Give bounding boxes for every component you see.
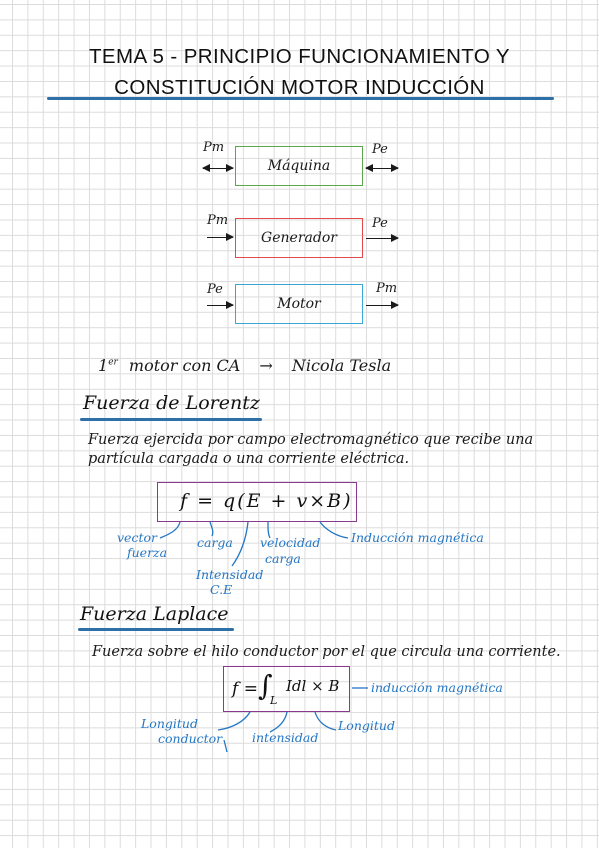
diagram-motor-right-arrow (366, 299, 399, 311)
first-motor-line: 1er motor con CA → Nicola Tesla (98, 356, 391, 375)
laplace-heading-underline (78, 628, 234, 631)
page-title-line-2: CONSTITUCIÓN MOTOR INDUCCIÓN (114, 76, 485, 99)
lorentz-description-line-1: Fuerza ejercida por campo electromagnéti… (88, 432, 534, 448)
diagram-machine-label: Máquina (267, 158, 331, 174)
diagram-machine-right-label: Pe (372, 142, 388, 157)
first-motor-name: Nicola Tesla (291, 356, 392, 375)
laplace-note-longitud: Longitud (141, 716, 198, 731)
diagram-generator-left-label: Pm (207, 213, 229, 228)
lorentz-note-ce: C.E (210, 582, 233, 597)
lorentz-note-vector: vector (117, 530, 157, 545)
laplace-formula-body: Idl × B (286, 677, 340, 695)
diagram-motor-box: Motor (235, 284, 363, 324)
lorentz-heading-underline (80, 418, 262, 421)
diagram-generator-box: Generador (235, 218, 363, 258)
diagram-motor-label: Motor (277, 296, 321, 312)
diagram-machine-left-label: Pm (203, 140, 225, 155)
diagram-motor-right-label: Pm (376, 281, 398, 296)
diagram-generator-label: Generador (261, 230, 337, 246)
laplace-note-induccion: inducción magnética (371, 680, 503, 695)
lorentz-note-induccion: Inducción magnética (351, 530, 484, 545)
diagram-motor-left-arrow (207, 299, 234, 311)
lorentz-note-velocidad-carga: carga (265, 551, 301, 566)
laplace-formula-f: f = (232, 679, 258, 699)
diagram-machine-right-arrow (365, 162, 399, 174)
page-title-line-1: TEMA 5 - PRINCIPIO FUNCIONAMIENTO Y (88, 45, 511, 68)
laplace-note-longitud-2: Longitud (338, 718, 395, 733)
diagram-machine-box: Máquina (235, 146, 363, 186)
laplace-formula-subscript: L (270, 694, 278, 707)
laplace-formula-integral: ∫ (258, 669, 273, 702)
lorentz-note-carga: carga (197, 535, 233, 550)
diagram-generator-left-arrow (207, 231, 234, 243)
laplace-description: Fuerza sobre el hilo conductor por el qu… (92, 644, 561, 660)
first-motor-superscript: er (108, 357, 118, 368)
first-motor-text: motor con CA (128, 356, 241, 375)
diagram-machine-left-arrow (202, 162, 234, 174)
lorentz-description-line-2: partícula cargada o una corriente eléctr… (88, 451, 410, 467)
lorentz-note-velocidad: velocidad (260, 535, 321, 550)
diagram-motor-left-label: Pe (207, 282, 223, 297)
lorentz-heading: Fuerza de Lorentz (83, 392, 260, 414)
diagram-generator-right-label: Pe (372, 216, 388, 231)
lorentz-formula-box: f = q(E + v×B) (157, 482, 357, 522)
laplace-heading: Fuerza Laplace (80, 603, 229, 625)
lorentz-note-intensidad: Intensidad (196, 567, 264, 582)
laplace-formula-box: f = ∫ L Idl × B (223, 666, 350, 712)
laplace-note-intensidad: intensidad (252, 730, 319, 745)
first-motor-arrow: → (259, 356, 273, 375)
diagram-generator-right-arrow (366, 232, 399, 244)
lorentz-note-fuerza: fuerza (127, 545, 168, 560)
first-motor-ordinal: 1 (98, 356, 109, 375)
laplace-note-conductor: conductor (158, 731, 223, 746)
title-underline (47, 97, 554, 100)
